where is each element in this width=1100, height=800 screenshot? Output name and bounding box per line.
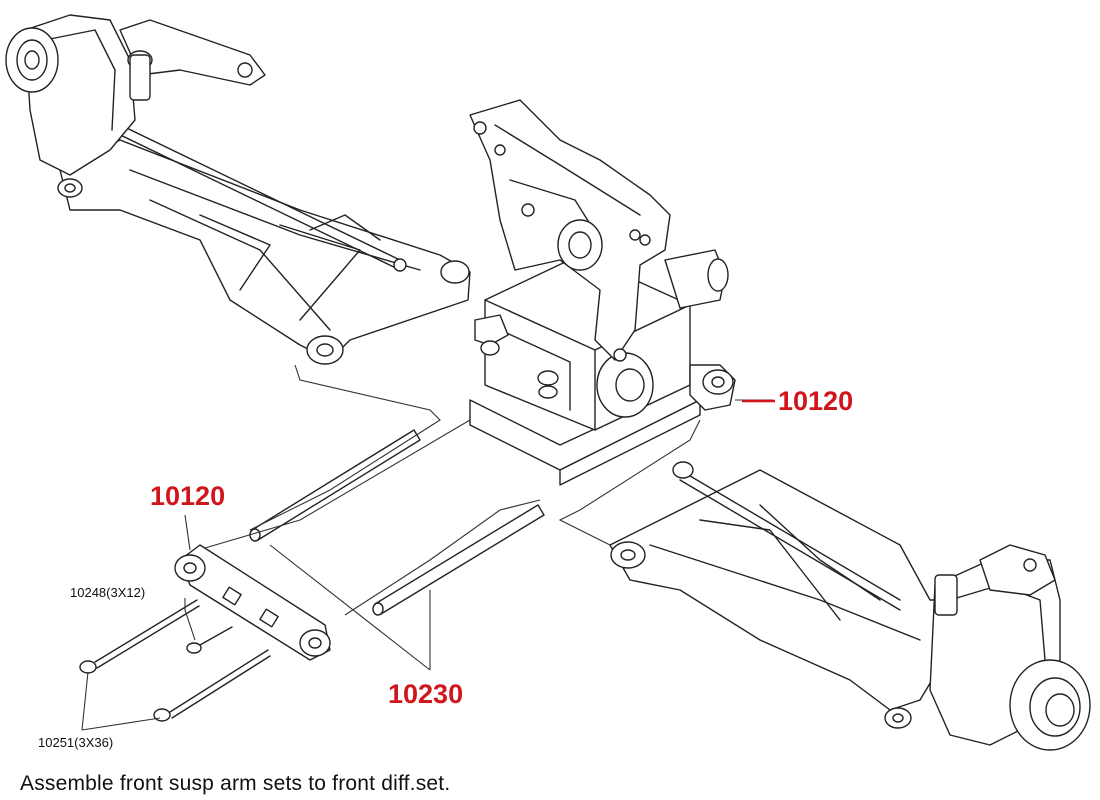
screw-label-10251: 10251(3X36)	[38, 735, 113, 750]
hinge-pin-bracket	[174, 544, 331, 661]
screws	[79, 599, 271, 722]
hinge-pins-10230	[249, 429, 545, 616]
screw-label-10248: 10248(3X12)	[70, 585, 145, 600]
lower-right-suspension-arm	[609, 461, 1091, 751]
upper-left-suspension-arm	[5, 14, 471, 365]
instruction-caption: Assemble front susp arm sets to front di…	[20, 772, 451, 795]
front-diff-set	[469, 99, 736, 486]
part-label-10230: 10230	[388, 679, 463, 709]
part-label-10120-right: 10120	[778, 386, 853, 416]
part-label-10120-left: 10120	[150, 481, 225, 511]
